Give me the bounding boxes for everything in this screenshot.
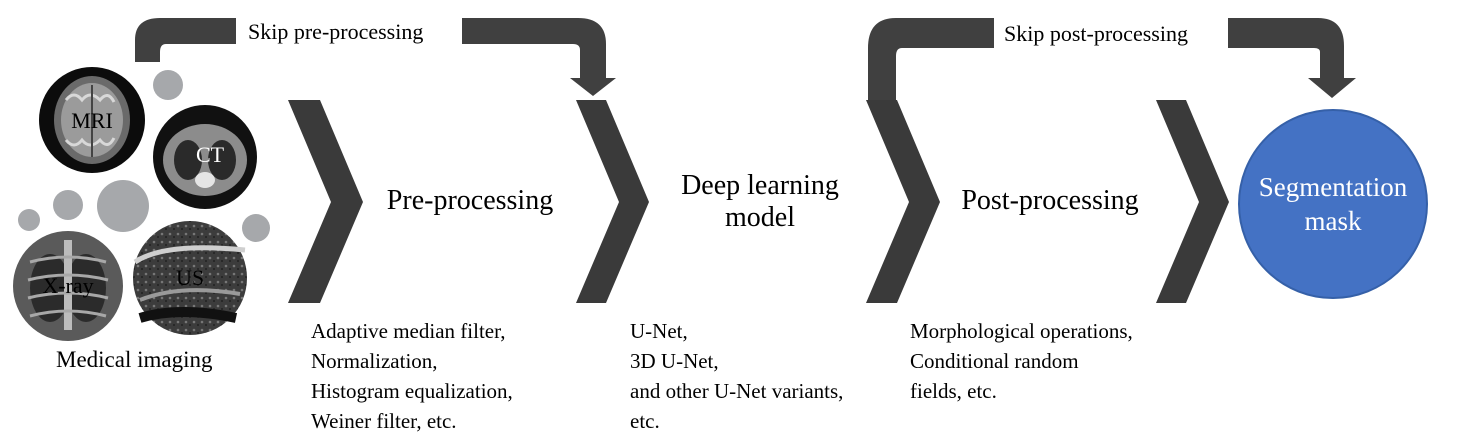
- model-methods: U-Net, 3D U-Net, and other U-Net variant…: [630, 316, 843, 436]
- bubble: [53, 190, 83, 220]
- stage-title-line: model: [725, 202, 795, 233]
- modality-label-xray: X-ray: [42, 273, 94, 298]
- chevron-3: [866, 100, 940, 303]
- mri-image: [39, 67, 145, 173]
- post-processing-methods: Morphological operations, Conditional ra…: [910, 316, 1133, 406]
- stage-title-pre-processing: Pre-processing: [360, 185, 580, 217]
- output-title-line: mask: [1304, 206, 1362, 236]
- input-caption: Medical imaging: [56, 347, 213, 372]
- segmentation-mask-label: Segmentation mask: [1242, 170, 1424, 238]
- modality-images: [13, 67, 257, 341]
- skip-post-processing-arrow: [868, 18, 1356, 100]
- stage-title-line: Pre-processing: [386, 185, 554, 216]
- method-item: Adaptive median filter,: [311, 319, 506, 343]
- method-item: fields, etc.: [910, 379, 997, 403]
- stage-title-deep-learning-model: Deep learning model: [650, 170, 870, 234]
- bubble: [242, 214, 270, 242]
- modality-label-mri: MRI: [71, 108, 113, 133]
- method-item: and other U-Net variants,: [630, 379, 844, 403]
- modality-label-ct: CT: [195, 142, 225, 167]
- bubble: [97, 180, 149, 232]
- decorative-bubbles: [18, 70, 270, 242]
- bubble: [18, 209, 40, 231]
- skip-post-processing-label: Skip post-processing: [1000, 21, 1192, 47]
- chevron-1: [288, 100, 363, 303]
- pre-processing-methods: Adaptive median filter, Normalization, H…: [311, 316, 513, 436]
- output-title-line: Segmentation: [1258, 172, 1408, 202]
- xray-image: [13, 231, 123, 341]
- method-item: Conditional random: [910, 349, 1079, 373]
- ct-image: [153, 105, 257, 209]
- ultrasound-image: [133, 221, 247, 335]
- bubble: [153, 70, 183, 100]
- modality-label-us: US: [175, 265, 205, 290]
- stage-title-post-processing: Post-processing: [940, 185, 1160, 217]
- skip-arrows: [135, 18, 1356, 100]
- chevron-2: [576, 100, 649, 303]
- stage-chevrons: [288, 100, 1229, 303]
- segmentation-mask-circle: [1238, 109, 1428, 299]
- method-item: etc.: [630, 409, 660, 433]
- method-item: Histogram equalization,: [311, 379, 513, 403]
- chevron-4: [1156, 100, 1229, 303]
- method-item: Weiner filter, etc.: [311, 409, 457, 433]
- stage-title-line: Deep learning: [681, 170, 839, 201]
- method-item: Morphological operations,: [910, 319, 1133, 343]
- method-item: 3D U-Net,: [630, 349, 719, 373]
- skip-pre-processing-label: Skip pre-processing: [244, 19, 428, 45]
- skip-pre-processing-arrow: [135, 18, 616, 96]
- method-item: Normalization,: [311, 349, 438, 373]
- method-item: U-Net,: [630, 319, 688, 343]
- stage-title-line: Post-processing: [961, 185, 1139, 216]
